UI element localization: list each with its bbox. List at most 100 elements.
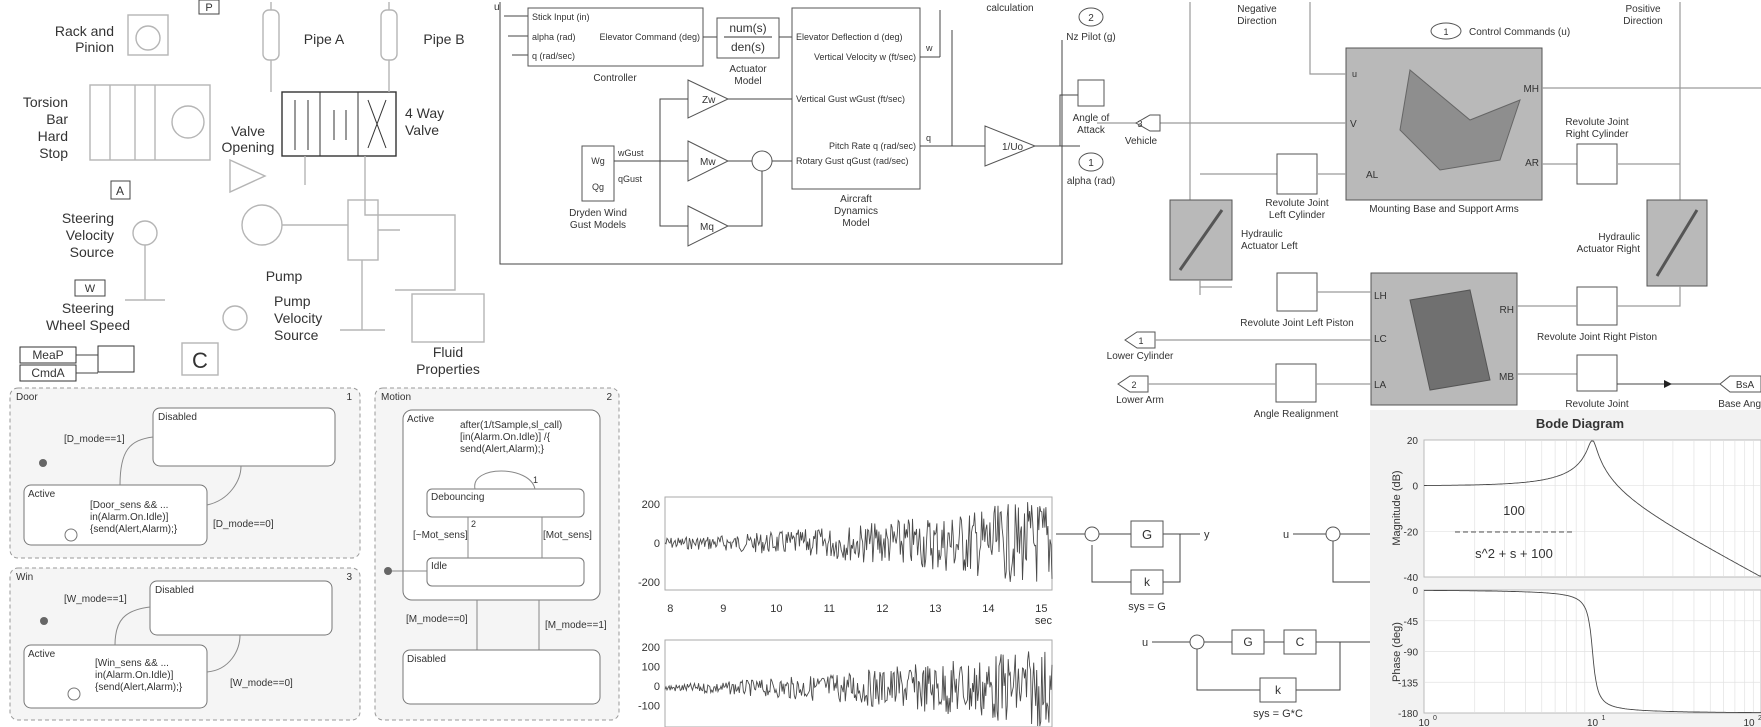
c-block[interactable] xyxy=(1283,629,1317,655)
relief-valve-block[interactable] xyxy=(347,199,379,261)
win-disabled-state[interactable] xyxy=(149,580,333,636)
bode-phase-ytick: -90 xyxy=(1404,648,1419,659)
port-w-tag[interactable] xyxy=(74,279,106,297)
steering-velocity-source-icon[interactable] xyxy=(132,220,158,246)
pump-icon[interactable] xyxy=(241,204,283,246)
idle-label: Idle xyxy=(431,561,448,572)
stick-input-port: Stick Input (in) xyxy=(532,12,590,22)
port-mh-label: MH xyxy=(1523,84,1539,95)
gust-sum[interactable] xyxy=(751,150,773,172)
signal-top-ytick: -200 xyxy=(638,577,660,589)
g-block-2[interactable] xyxy=(1231,629,1265,655)
lower-base-icon xyxy=(1409,289,1491,391)
flight-control-diagram[interactable]: u Stick Input (in) alpha (rad) q (rad/se… xyxy=(494,2,1116,265)
sum-junction-3[interactable] xyxy=(1189,634,1205,650)
port-a-tag[interactable] xyxy=(110,180,131,200)
actuator-model-block[interactable] xyxy=(716,17,780,59)
pump-velocity-source-icon[interactable] xyxy=(222,305,248,331)
nz-pilot-number: 2 xyxy=(1088,13,1094,24)
lower-arm-number: 2 xyxy=(1131,380,1136,390)
revolute-left-cylinder-block[interactable] xyxy=(1276,153,1318,195)
aircraft-dynamics-block[interactable] xyxy=(791,7,921,190)
nz-pilot-port[interactable] xyxy=(1078,7,1104,27)
signal-plot-x-unit: sec xyxy=(1035,615,1053,627)
win-transition-4: {send(Alert,Alarm);} xyxy=(95,682,183,693)
torsion-bar-block[interactable] xyxy=(89,84,211,161)
signal-bottom-ytick: 100 xyxy=(642,661,660,673)
port-p-tag[interactable] xyxy=(198,0,220,15)
control-commands-port[interactable] xyxy=(1430,22,1462,40)
k-block-2[interactable] xyxy=(1259,677,1297,703)
alpha-out-label: alpha (rad) xyxy=(1067,176,1115,187)
idle-state[interactable] xyxy=(426,557,585,587)
four-way-valve-block[interactable] xyxy=(281,91,397,157)
win-default-transition xyxy=(40,617,48,625)
door-default-transition xyxy=(39,459,47,467)
one-over-uo-gain[interactable] xyxy=(984,125,1037,167)
controller-block[interactable] xyxy=(527,7,704,67)
hydraulic-scope[interactable] xyxy=(97,345,135,373)
fluid-properties-block[interactable] xyxy=(411,293,485,343)
k-block-1[interactable] xyxy=(1130,569,1164,595)
dryden-gust-block[interactable] xyxy=(581,145,615,202)
alpha-out-number: 1 xyxy=(1088,158,1094,169)
qg-port: Qg xyxy=(592,182,604,192)
revolute-right-cylinder-block[interactable] xyxy=(1576,143,1618,185)
tf-denominator: s^2 + s + 100 xyxy=(1475,546,1553,561)
signal-plot-top-trace xyxy=(664,502,1053,582)
motion-disabled-label: Disabled xyxy=(407,654,446,665)
pipe-b-block[interactable] xyxy=(380,9,398,61)
port-c-tag[interactable] xyxy=(181,342,219,376)
revolute-right-piston-block[interactable] xyxy=(1576,286,1618,326)
bsa-port[interactable] xyxy=(1719,375,1761,393)
revolute-left-piston-block[interactable] xyxy=(1276,272,1318,312)
g-block-1[interactable] xyxy=(1130,520,1164,548)
win-order: 3 xyxy=(346,572,352,583)
alpha-out-port[interactable] xyxy=(1078,152,1104,172)
motion-default-transition xyxy=(384,567,392,575)
w-signal: w xyxy=(925,43,933,53)
angle-realignment-block[interactable] xyxy=(1275,363,1317,403)
sum-junction-2[interactable] xyxy=(1325,526,1341,542)
debouncing-state[interactable] xyxy=(426,488,585,518)
signal-bottom-ytick: 200 xyxy=(642,642,660,654)
win-transition-5: [W_mode==0] xyxy=(230,678,293,689)
bode-phase-ytick: -180 xyxy=(1398,709,1418,720)
bode-mag-ytick: -40 xyxy=(1404,573,1419,584)
u-input-1-label: u xyxy=(1283,529,1289,541)
bode-magnitude-axes[interactable] xyxy=(1423,439,1761,578)
motion-disabled-state[interactable] xyxy=(402,649,601,705)
angle-of-attack-scope[interactable] xyxy=(1077,79,1105,107)
base-ang-label: Base Ang xyxy=(1718,399,1761,410)
g-block-2-label: G xyxy=(1243,635,1252,649)
vehicle-port[interactable] xyxy=(1134,114,1161,132)
sum-junction-1[interactable] xyxy=(1084,526,1100,542)
rack-and-pinion-block[interactable] xyxy=(127,14,169,56)
wg-port: Wg xyxy=(591,156,605,166)
signal-plot-top-frame[interactable] xyxy=(664,496,1053,591)
stateflow-chart[interactable]: Door 1 Disabled Active [D_mode==1] [Door… xyxy=(9,387,620,721)
sys-g-label: sys = G xyxy=(1128,601,1166,613)
signal-bottom-ytick: 0 xyxy=(654,681,660,693)
door-transition-2: [Door_sens && ... xyxy=(90,500,168,511)
revolute-left-piston-label: Revolute Joint Left Piston xyxy=(1240,318,1353,329)
port-u-label: u xyxy=(1352,69,1357,79)
door-transition-5: [D_mode==0] xyxy=(213,519,274,530)
revolute-joint-block[interactable] xyxy=(1576,354,1618,392)
signal-xtick: 12 xyxy=(876,603,888,615)
door-transition-4: {send(Alert,Alarm);} xyxy=(90,524,178,535)
pipe-a-block[interactable] xyxy=(262,9,280,61)
feedback-loops[interactable]: G y k sys = G u u G C k sys = G*C xyxy=(1056,520,1370,720)
valve-opening-gain[interactable] xyxy=(229,158,267,194)
